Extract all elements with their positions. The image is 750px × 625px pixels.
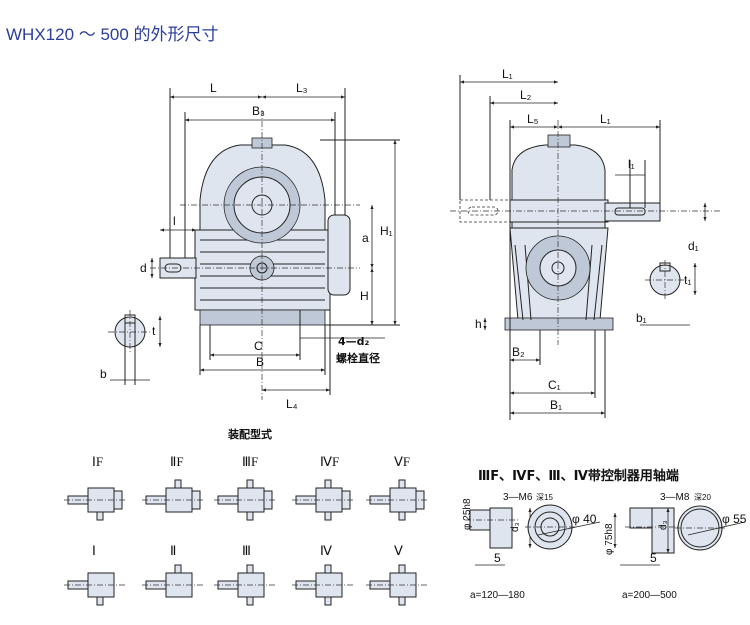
dim-H1: H₁ xyxy=(380,224,393,238)
assembly-type-4: ⅣF xyxy=(292,454,354,521)
dim-t: t xyxy=(152,324,156,338)
base xyxy=(199,309,326,326)
dim-d: d xyxy=(140,261,147,275)
assembly-type-label: Ⅱ xyxy=(170,543,176,558)
page-title: WHX120 ～ 500 的外形尺寸 xyxy=(6,25,219,44)
dim-d1: d₁ xyxy=(688,239,699,253)
assembly-type-label: Ⅰ xyxy=(92,543,96,558)
dim-d3-small: d₃ xyxy=(510,522,521,532)
assembly-type-10: Ⅴ xyxy=(366,543,428,606)
dim-d3-large: d₃ xyxy=(658,520,669,530)
assembly-type-label: ⅡF xyxy=(170,454,184,469)
dim-a: a xyxy=(362,231,369,245)
dia-small: φ 40 xyxy=(572,512,597,526)
dim-l1: l₁ xyxy=(628,157,635,171)
shaft-end-heading: ⅢF、ⅣF、Ⅲ、Ⅳ带控制器用轴端 xyxy=(478,468,679,484)
dim-L5: L₅ xyxy=(527,112,539,126)
assembly-type-label: ⅤF xyxy=(394,454,410,469)
assembly-type-2: ⅡF xyxy=(142,454,204,513)
shaft-section-front: t b xyxy=(100,310,162,385)
assembly-type-label: Ⅳ xyxy=(320,543,332,558)
range-large: a=200—500 xyxy=(622,590,677,601)
bolt-count-dia: 4—d₂ xyxy=(338,335,370,348)
shaft-section-side: t₁ b₁ xyxy=(636,260,697,326)
dim-C: C xyxy=(254,339,263,353)
assembly-type-9: Ⅳ xyxy=(292,543,354,606)
assembly-type-label: ⅣF xyxy=(320,454,339,469)
assembly-type-1: ⅠF xyxy=(64,454,126,521)
dim-L1-top: L₁ xyxy=(502,67,513,81)
range-small: a=120—180 xyxy=(470,590,525,601)
dim-B1: B₁ xyxy=(550,398,562,412)
dim-L4: L₄ xyxy=(286,397,298,411)
dim-L: L xyxy=(210,81,217,95)
depth-small: 深15 xyxy=(536,493,553,502)
bore-small: φ 25h8 xyxy=(462,498,473,530)
front-view: L L₃ B₃ H₁ a H l d C B L₄ 4—d₂ 螺栓直径 t b xyxy=(100,81,400,411)
side-view: L₁ L₂ L₅ L₁ l₁ d₁ h B₂ C₁ B₁ t₁ b₁ xyxy=(450,67,720,420)
dia-large: φ 55 xyxy=(722,512,747,526)
dim-B3: B₃ xyxy=(252,104,265,118)
holes-large: 3—M8 xyxy=(660,492,690,503)
assembly-type-3: ⅢF xyxy=(214,454,276,521)
dim-L1-right: L₁ xyxy=(600,112,611,126)
dim-l: l xyxy=(173,214,176,228)
assembly-type-label: ⅢF xyxy=(242,454,258,469)
dim-b: b xyxy=(100,367,107,381)
assembly-type-7: Ⅱ xyxy=(142,543,204,598)
dim-H: H xyxy=(360,289,369,303)
holes-small: 3—M6 xyxy=(503,492,533,503)
assembly-type-label: Ⅴ xyxy=(394,543,403,558)
dim-B: B xyxy=(256,355,264,369)
shaft-end-section: ⅢF、ⅣF、Ⅲ、Ⅳ带控制器用轴端 d₃ 5 3—M6 深15 φ 40 φ 25… xyxy=(462,468,747,601)
shaft-end-small: d₃ 5 3—M6 深15 φ 40 φ 25h8 a=120—180 xyxy=(462,492,601,601)
dim-offset-large: 5 xyxy=(650,551,657,565)
assembly-types: ⅠF ⅡF ⅢF ⅣF ⅤF Ⅰ Ⅱ Ⅲ Ⅳ Ⅴ xyxy=(64,454,428,606)
shaft-end-large: d₃ 5 3—M8 深20 φ 55 φ 75h8 a=200—500 xyxy=(604,492,747,601)
dim-B2: B₂ xyxy=(512,345,525,359)
assembly-type-6: Ⅰ xyxy=(64,543,126,606)
depth-large: 深20 xyxy=(694,493,711,502)
dim-t1: t₁ xyxy=(684,273,691,287)
dim-offset-small: 5 xyxy=(494,551,501,565)
assembly-heading: 装配型式 xyxy=(227,427,272,441)
dim-b1: b₁ xyxy=(636,311,647,325)
assembly-type-8: Ⅲ xyxy=(214,543,276,606)
side-cover xyxy=(327,214,351,296)
assembly-type-label: Ⅲ xyxy=(242,543,251,558)
assembly-type-5: ⅤF xyxy=(366,454,428,521)
dim-L2: L₂ xyxy=(520,88,532,102)
bore-large: φ 75h8 xyxy=(604,523,615,555)
dim-L3: L₃ xyxy=(296,81,308,95)
assembly-type-label: ⅠF xyxy=(92,454,103,469)
dim-h: h xyxy=(475,317,482,331)
dim-C1: C₁ xyxy=(548,378,561,392)
bolt-dia-label: 螺栓直径 xyxy=(336,351,380,365)
